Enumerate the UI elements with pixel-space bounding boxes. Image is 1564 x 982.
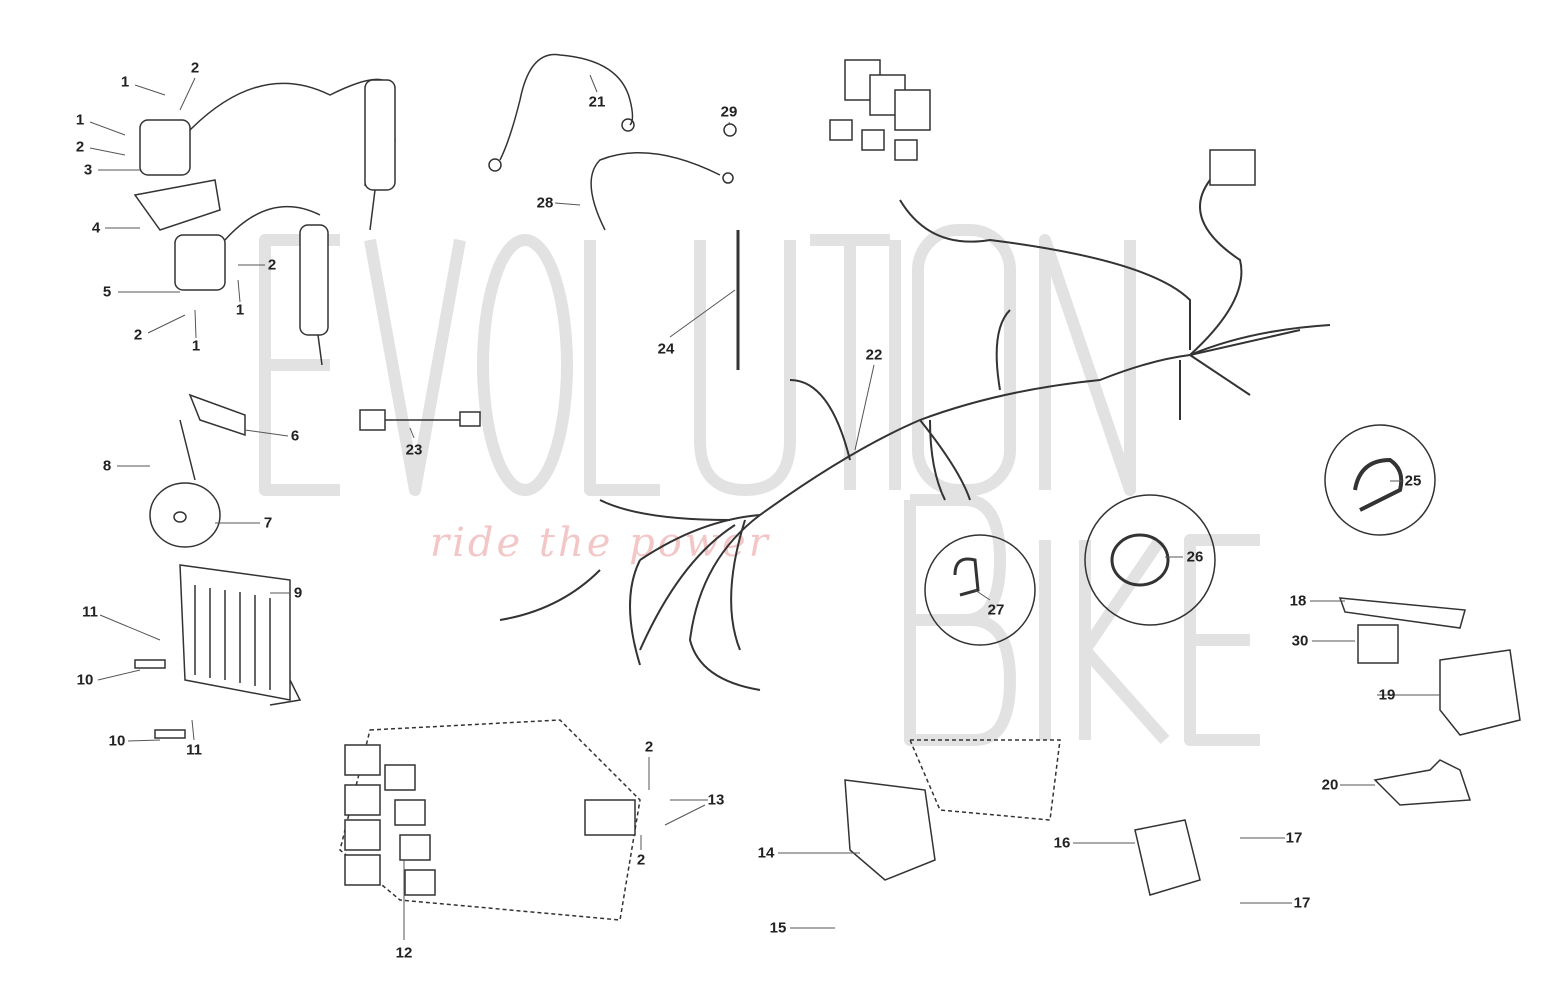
callout-7: 7: [263, 514, 273, 532]
ground-cable-28: [590, 152, 734, 231]
callout-11: 11: [186, 741, 202, 759]
callout-16: 16: [1053, 834, 1071, 852]
callout-1: 1: [120, 73, 130, 91]
callout-18: 18: [1289, 592, 1307, 610]
frame-detail: [908, 739, 1061, 821]
ignition-coil-upper: [139, 78, 396, 231]
callout-1: 1: [235, 301, 245, 319]
callout-23: 23: [405, 441, 423, 459]
callout-11: 11: [82, 603, 98, 621]
callout-21: 21: [588, 93, 606, 111]
pad-30: [1357, 624, 1399, 664]
callout-26: 26: [1186, 548, 1204, 566]
module-16: [1134, 819, 1201, 896]
sensor-23: [359, 409, 481, 431]
strap-25: [1353, 457, 1404, 512]
clamp-26-detail: [1084, 494, 1216, 626]
callout-10: 10: [76, 671, 94, 689]
ignition-coil-lower: [174, 205, 329, 366]
coil-bracket: [133, 179, 221, 231]
battery-cable-21: [488, 53, 635, 172]
callout-10: 10: [108, 732, 126, 750]
fuse-relay-box: [339, 719, 641, 921]
callout-28: 28: [536, 194, 554, 212]
callout-27: 27: [987, 601, 1005, 619]
callout-2: 2: [636, 851, 646, 869]
callout-25: 25: [1404, 472, 1422, 490]
watermark-logo-line1: [259, 224, 1136, 496]
bracket-18: [1338, 597, 1466, 629]
nut-29: [723, 123, 737, 137]
leader-lines: [89, 74, 1440, 940]
ecu-14: [844, 779, 936, 881]
callout-20: 20: [1321, 776, 1339, 794]
bracket-20: [1373, 759, 1472, 806]
callout-30: 30: [1291, 632, 1309, 650]
callout-17: 17: [1293, 894, 1311, 912]
callout-2: 2: [644, 738, 654, 756]
clamp-27: [953, 557, 980, 597]
clamp-27-detail: [924, 534, 1036, 646]
callout-14: 14: [757, 844, 775, 862]
relays: [829, 59, 1256, 186]
main-wiring-harness: [499, 179, 1331, 691]
callout-2: 2: [190, 59, 200, 77]
callout-13: 13: [707, 791, 725, 809]
callout-12: 12: [395, 944, 413, 962]
callout-19: 19: [1378, 686, 1396, 704]
clamp-25-detail: [1324, 424, 1436, 536]
callout-17: 17: [1285, 829, 1303, 847]
callout-22: 22: [865, 346, 883, 364]
callout-5: 5: [102, 283, 112, 301]
horn: [149, 393, 246, 548]
callout-8: 8: [102, 457, 112, 475]
control-unit-19: [1439, 649, 1521, 736]
callout-15: 15: [769, 919, 787, 937]
callout-24: 24: [657, 340, 675, 358]
callout-4: 4: [91, 219, 101, 237]
callout-2: 2: [133, 326, 143, 344]
callout-2: 2: [267, 256, 277, 274]
callout-1: 1: [75, 111, 85, 129]
watermark-logo-line2: [904, 494, 1260, 746]
callout-9: 9: [293, 584, 303, 602]
callout-6: 6: [290, 427, 300, 445]
callout-29: 29: [720, 103, 738, 121]
callout-2: 2: [75, 138, 85, 156]
voltage-regulator: [134, 564, 302, 739]
callout-1: 1: [191, 337, 201, 355]
clamp-26: [1110, 533, 1170, 587]
callout-3: 3: [83, 161, 93, 179]
